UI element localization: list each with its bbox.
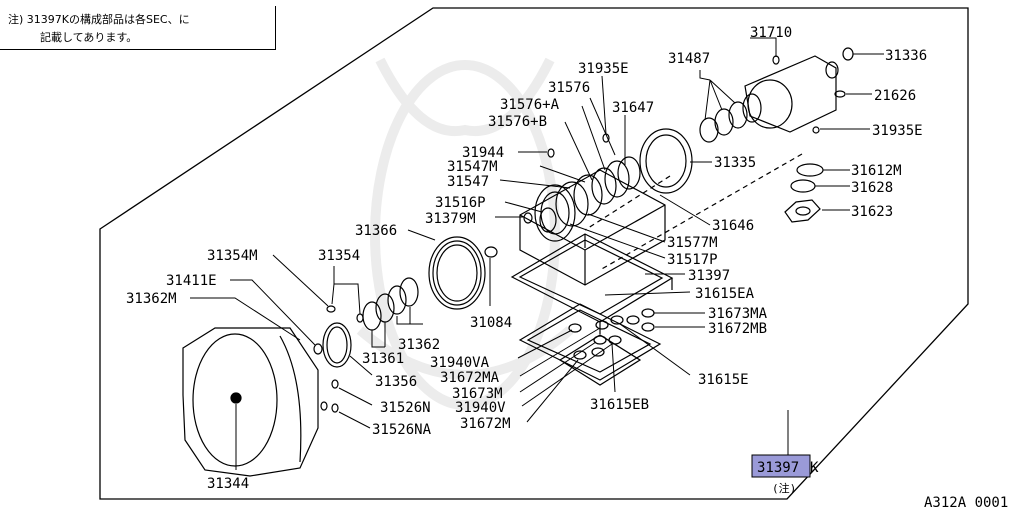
label-31397: 31397 <box>688 268 730 284</box>
snap-ring-31356 <box>322 322 352 368</box>
label-31362m: 31362M <box>126 291 177 307</box>
label-31526n: 31526N <box>380 400 431 416</box>
label-31935e-top: 31935E <box>578 61 629 77</box>
label-31084: 31084 <box>470 315 512 331</box>
label-31628: 31628 <box>851 180 893 196</box>
seal-31526na <box>331 403 339 413</box>
label-31344: 31344 <box>207 476 249 492</box>
note-box: 注) 31397Kの構成部品は各SEC、に 記載してあります。 <box>0 6 276 50</box>
kit-note: (注) <box>772 481 796 495</box>
drum-31366 <box>428 236 486 310</box>
label-31362: 31362 <box>398 337 440 353</box>
label-31361: 31361 <box>362 351 404 367</box>
washer-31379m <box>523 212 533 224</box>
label-31356: 31356 <box>375 374 417 390</box>
dashed-leader-1 <box>599 153 803 271</box>
seal-31526n <box>331 379 339 389</box>
kit-code-highlight <box>751 454 811 478</box>
label-31673ma: 31673MA <box>708 306 768 322</box>
label-31366: 31366 <box>355 223 397 239</box>
pin-31354 <box>356 313 364 323</box>
label-31379m: 31379M <box>425 211 476 227</box>
seal-31673m <box>591 347 605 357</box>
label-31647: 31647 <box>612 100 654 116</box>
note-line-2: 記載してあります。 <box>40 31 138 44</box>
gasket-31335 <box>639 128 693 194</box>
gasket-31397 <box>518 303 662 386</box>
leader-lines <box>190 37 884 470</box>
oring-21626 <box>834 90 846 98</box>
seal-31673ma <box>641 308 655 318</box>
clip-31411e <box>313 343 323 355</box>
label-31673m: 31673M <box>452 386 503 402</box>
seal-31336 <box>842 47 854 61</box>
labels: 31710 31336 31935E 31487 31576 21626 315… <box>126 25 1008 510</box>
label-31354: 31354 <box>318 248 360 264</box>
seal-b <box>610 315 624 325</box>
label-31517p: 31517P <box>667 252 718 268</box>
label-31710: 31710 <box>750 25 792 41</box>
flange-31623 <box>784 199 821 223</box>
label-31336: 31336 <box>885 48 927 64</box>
note-line-1: 注) 31397Kの構成部品は各SEC、に <box>8 13 190 26</box>
label-31576b: 31576+B <box>488 114 547 130</box>
seal-a <box>595 320 609 330</box>
label-31646: 31646 <box>712 218 754 234</box>
label-31940va: 31940VA <box>430 355 490 371</box>
oring-31710 <box>772 55 780 65</box>
label-31354m: 31354M <box>207 248 258 264</box>
label-31944: 31944 <box>462 145 504 161</box>
label-31516p: 31516P <box>435 195 486 211</box>
oring-31935e-right <box>812 126 820 134</box>
label-31411e: 31411E <box>166 273 217 289</box>
seal-31672mb <box>641 322 655 332</box>
pin-31354m <box>326 305 336 313</box>
label-31547m: 31547M <box>447 159 498 175</box>
label-31940v: 31940V <box>455 400 506 416</box>
label-31672m: 31672M <box>460 416 511 432</box>
kit-code: 31397 <box>757 460 799 476</box>
label-21626: 21626 <box>874 88 916 104</box>
diagram-reference: A312A 0001 <box>924 495 1008 510</box>
label-31672mb: 31672MB <box>708 321 767 337</box>
label-31547: 31547 <box>447 174 489 190</box>
watermark-emblem <box>356 57 574 410</box>
label-31623: 31623 <box>851 204 893 220</box>
label-31576a: 31576+A <box>500 97 560 113</box>
kit-frame <box>99 7 969 500</box>
seal-31940va <box>568 323 582 333</box>
label-31612m: 31612M <box>851 163 902 179</box>
seals-31487 <box>699 93 762 143</box>
transmission-case <box>182 327 319 477</box>
label-31335: 31335 <box>714 155 756 171</box>
label-31615ea: 31615EA <box>695 286 755 302</box>
label-31615e: 31615E <box>698 372 749 388</box>
clutch-rings <box>534 156 641 242</box>
label-31935e-right: 31935E <box>872 123 923 139</box>
label-31672ma: 31672MA <box>440 370 500 386</box>
label-31577m: 31577M <box>667 235 718 251</box>
oring-31628 <box>790 179 816 193</box>
label-31526na: 31526NA <box>372 422 432 438</box>
dashed-leader-2 <box>584 175 671 231</box>
ring-31516p <box>539 207 557 233</box>
oring-31612m <box>796 163 824 177</box>
label-31487: 31487 <box>668 51 710 67</box>
seal-d <box>593 335 607 345</box>
extension-housing <box>744 55 839 133</box>
ring-31944 <box>547 148 555 158</box>
plug-31084 <box>484 246 498 258</box>
seal-rings-31362 <box>362 277 419 331</box>
seal-31672m <box>573 350 587 360</box>
seal-e <box>608 335 622 345</box>
parts <box>182 47 854 477</box>
label-31576: 31576 <box>548 80 590 96</box>
seal-31526 <box>320 401 328 411</box>
seal-c <box>626 315 640 325</box>
label-31615eb: 31615EB <box>590 397 649 413</box>
kit-code-suffix: K <box>810 460 819 476</box>
